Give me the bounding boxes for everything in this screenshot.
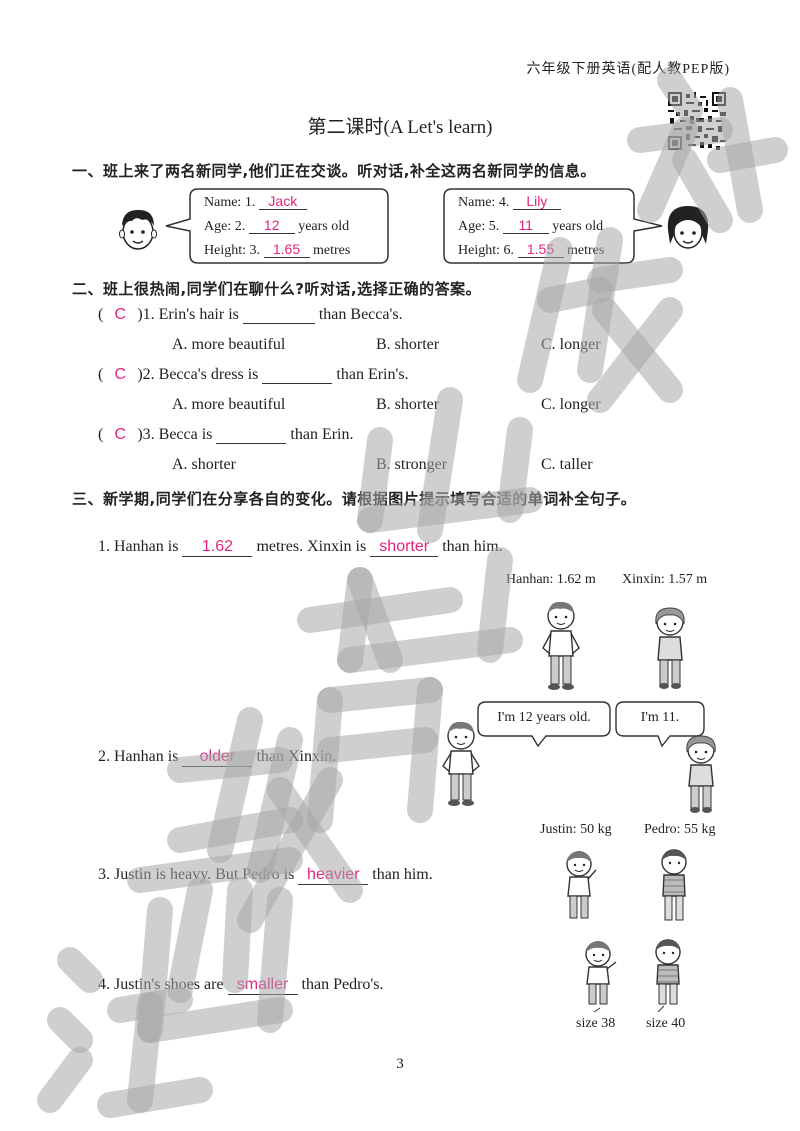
- speech-bubble-right-shape: [615, 701, 705, 748]
- xinxin-speaking-figure-icon: [686, 735, 716, 813]
- q2-2-stem-a: )2. Becca's dress is: [137, 366, 259, 383]
- q3-4-text-a: 4. Justin's shoes are: [98, 976, 224, 993]
- right-height-label: Height: 6.: [458, 243, 514, 258]
- right-height-line: Height: 6. 1.55 metres: [458, 241, 605, 259]
- left-height-answer: 1.65: [263, 241, 310, 259]
- hanhan-speaking-figure-icon: [442, 721, 480, 806]
- q2-1-stem-b: than Becca's.: [318, 306, 403, 323]
- section-2-heading: 二、班上很热闹,同学们在聊什么?听对话,选择正确的答案。: [72, 280, 482, 298]
- q2-3-option-c: C. taller: [541, 456, 593, 473]
- q3-2-text-b: than Xinxin.: [256, 748, 337, 765]
- pedro-figure-icon: [661, 849, 687, 921]
- pedro-weight-label: Pedro: 55 kg: [644, 822, 716, 837]
- left-name-answer: Jack: [258, 193, 307, 211]
- pedro-shoes-figure-icon: [655, 939, 681, 1012]
- right-name-line: Name: 4. Lily: [458, 193, 561, 211]
- q2-1-stem: ( C )1. Erin's hair is than Becca's.: [98, 306, 403, 324]
- q2-1-blank: [242, 307, 315, 324]
- paren-open: (: [98, 306, 104, 323]
- justin-figure-icon: [566, 851, 597, 919]
- q2-3-stem-b: than Erin.: [290, 426, 354, 443]
- q2-3-blank: [216, 427, 287, 444]
- right-name-answer: Lily: [512, 193, 561, 211]
- speech-bubble-left-shape: [477, 701, 611, 748]
- q3-1-answer-2: shorter: [370, 538, 439, 557]
- q3-3-text-b: than him.: [372, 866, 433, 883]
- left-age-unit: years old: [298, 219, 350, 234]
- q2-3-stem-a: )3. Becca is: [137, 426, 213, 443]
- lesson-title: 第二课时(A Let's learn): [307, 117, 493, 138]
- q2-3-stem: ( C )3. Becca is than Erin.: [98, 426, 354, 444]
- q3-4-sentence: 4. Justin's shoes are smaller than Pedro…: [98, 976, 384, 995]
- right-name-label: Name: 4.: [458, 195, 510, 210]
- q2-3-answer: C: [114, 426, 127, 443]
- q2-2-answer: C: [114, 366, 127, 383]
- q2-1-answer: C: [114, 306, 127, 323]
- page-number: 3: [396, 1056, 404, 1072]
- q2-2-option-a: A. more beautiful: [172, 396, 286, 413]
- left-height-unit: metres: [313, 243, 351, 258]
- left-height-label: Height: 3.: [204, 243, 260, 258]
- q2-2-stem: ( C )2. Becca's dress is than Erin's.: [98, 366, 409, 384]
- q2-2-option-b: B. shorter: [376, 396, 440, 413]
- hanhan-figure-icon: [542, 601, 580, 690]
- left-age-line: Age: 2. 12 years old: [204, 217, 350, 235]
- q3-1-sentence: 1. Hanhan is 1.62 metres. Xinxin is shor…: [98, 538, 503, 557]
- q3-3-sentence: 3. Justin is heavy. But Pedro is heavier…: [98, 866, 433, 885]
- q3-1-text-c: than him.: [442, 538, 503, 555]
- justin-weight-label: Justin: 50 kg: [540, 822, 612, 837]
- left-height-line: Height: 3. 1.65 metres: [204, 241, 351, 259]
- xinxin-height-label: Xinxin: 1.57 m: [622, 572, 708, 587]
- q3-3-text-a: 3. Justin is heavy. But Pedro is: [98, 866, 295, 883]
- q2-2-option-c: C. longer: [541, 396, 601, 413]
- right-height-answer: 1.55: [517, 241, 564, 259]
- left-age-answer: 12: [248, 217, 295, 235]
- q2-3-option-b: B. stronger: [376, 456, 448, 473]
- q2-2-stem-b: than Erin's.: [336, 366, 409, 383]
- q3-1-text-b: metres. Xinxin is: [256, 538, 367, 555]
- q3-2-sentence: 2. Hanhan is older than Xinxin.: [98, 748, 336, 767]
- book-header: 六年级下册英语(配人教PEP版): [526, 62, 730, 77]
- paren-open: (: [98, 426, 104, 443]
- q2-3-option-a: A. shorter: [172, 456, 236, 473]
- hanhan-height-label: Hanhan: 1.62 m: [506, 572, 596, 587]
- left-age-label: Age: 2.: [204, 219, 246, 234]
- q3-2-text-a: 2. Hanhan is: [98, 748, 179, 765]
- paren-open: (: [98, 366, 104, 383]
- q2-1-option-c: C. longer: [541, 336, 601, 353]
- q2-1-stem-a: )1. Erin's hair is: [137, 306, 239, 323]
- section-3-heading: 三、新学期,同学们在分享各自的变化。请根据图片提示填写合适的单词补全句子。: [72, 490, 637, 508]
- justin-shoes-figure-icon: [585, 941, 617, 1012]
- q3-2-answer: older: [182, 748, 253, 767]
- q3-1-answer-1: 1.62: [182, 538, 253, 557]
- right-age-answer: 11: [502, 217, 549, 235]
- q2-1-option-a: A. more beautiful: [172, 336, 286, 353]
- speech-bubble-right-text: I'm 11.: [640, 710, 680, 725]
- q3-4-text-b: than Pedro's.: [301, 976, 384, 993]
- q3-3-answer: heavier: [298, 866, 369, 885]
- right-age-label: Age: 5.: [458, 219, 500, 234]
- speech-bubble-left-text: I'm 12 years old.: [497, 710, 591, 725]
- xinxin-figure-icon: [655, 607, 685, 689]
- size-38-label: size 38: [576, 1016, 616, 1031]
- section-1-heading: 一、班上来了两名新同学,他们正在交谈。听对话,补全这两名新同学的信息。: [72, 162, 596, 180]
- girl-avatar-icon: [667, 206, 709, 249]
- left-name-line: Name: 1. Jack: [204, 193, 307, 211]
- size-40-label: size 40: [646, 1016, 686, 1031]
- q3-1-text-a: 1. Hanhan is: [98, 538, 179, 555]
- boy-avatar-icon: [119, 209, 157, 250]
- q3-4-answer: smaller: [227, 976, 298, 995]
- q2-1-option-b: B. shorter: [376, 336, 440, 353]
- right-height-unit: metres: [567, 243, 605, 258]
- right-age-unit: years old: [552, 219, 604, 234]
- right-age-line: Age: 5. 11 years old: [458, 217, 604, 235]
- q2-2-blank: [262, 367, 333, 384]
- left-name-label: Name: 1.: [204, 195, 256, 210]
- left-info-bubble-shape: [165, 188, 389, 264]
